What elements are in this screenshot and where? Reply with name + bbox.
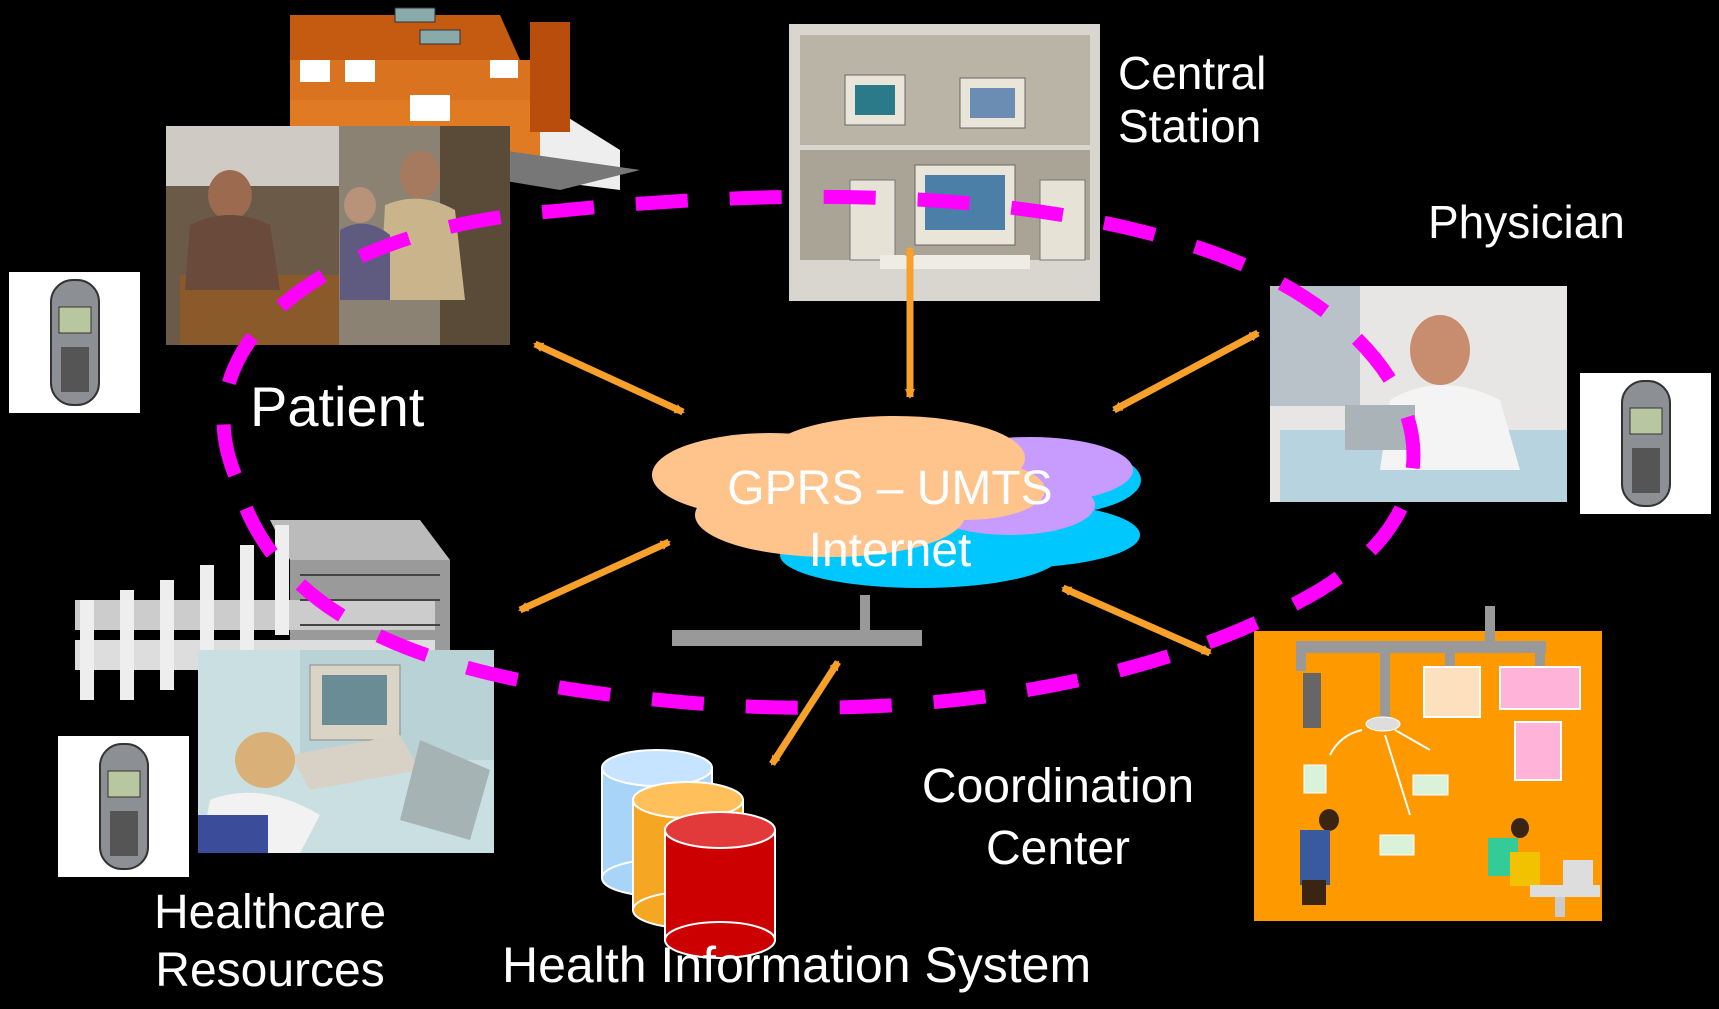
coordination-center-panel [1254, 606, 1602, 921]
arrow-healthcare [518, 538, 671, 614]
healthcare-resources-label: Healthcare Resources [130, 884, 410, 999]
patient-label: Patient [250, 375, 425, 438]
mobile-phone-icon [9, 272, 140, 413]
dashed-ring [216, 189, 1421, 715]
connection-arrows [518, 246, 1260, 766]
patient-photo [166, 126, 510, 345]
database-cylinders-icon [601, 749, 776, 959]
healthcare-worker-photo [198, 650, 494, 853]
physician-photo [1270, 286, 1567, 502]
health-information-system-label: Health Information System [502, 937, 1092, 993]
coordination-line1: Coordination [921, 760, 1195, 813]
mobile-phone-icon [50, 279, 100, 406]
cloud-label: GPRS – UMTS Internet [700, 458, 1080, 583]
hospital-building-icon [75, 520, 450, 700]
coordination-center-label: Coordination Center [903, 756, 1213, 881]
healthcare-line2: Resources [155, 943, 385, 997]
mobile-phone-icon [58, 736, 189, 877]
central-station-photo [789, 24, 1100, 301]
cloud-line1: GPRS – UMTS [727, 462, 1053, 515]
arrow-patient [533, 340, 685, 416]
central-station-label: Central Station [1118, 47, 1266, 153]
cloud-line2: Internet [808, 524, 972, 578]
physician-label: Physician [1428, 196, 1625, 248]
central-station-line2: Station [1118, 99, 1262, 152]
coordination-line2: Center [985, 822, 1131, 876]
network-cloud [652, 416, 1141, 588]
central-station-line1: Central [1118, 47, 1267, 99]
arrow-coordination [1061, 584, 1212, 657]
healthcare-line1: Healthcare [153, 886, 387, 939]
arrow-physician [1112, 329, 1260, 414]
mobile-phone-icon [1621, 380, 1671, 507]
arrow-his [769, 660, 841, 766]
mobile-phone-icon [99, 743, 149, 870]
network-bus [672, 595, 922, 646]
mobile-phone-icon [1580, 373, 1711, 514]
